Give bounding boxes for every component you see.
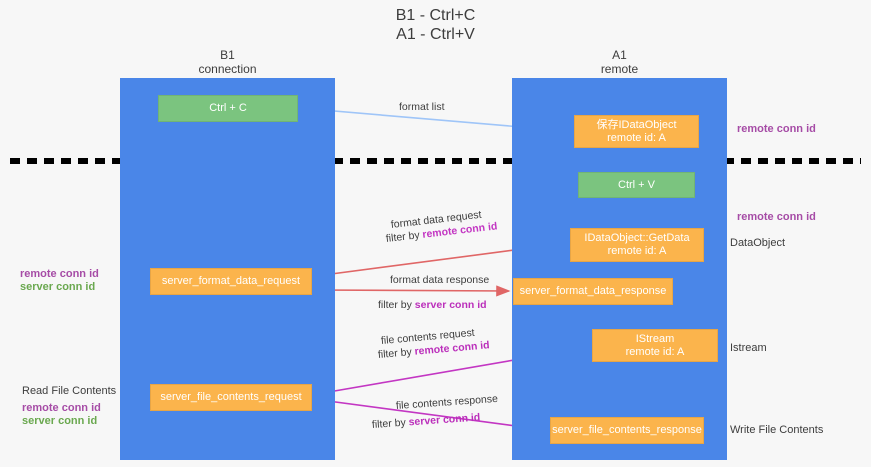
- caption-format-list: format list: [399, 101, 445, 113]
- box-idataobject-getdata[interactable]: IDataObject::GetData remote id: A: [570, 228, 704, 262]
- box-server-format-data-request[interactable]: server_format_data_request: [150, 268, 312, 295]
- column-b1-name: B1: [220, 48, 235, 62]
- column-b1-role: connection: [198, 62, 257, 76]
- box-save-idataobject-subtitle: remote id: A: [607, 131, 666, 144]
- label-read-file-contents: Read File Contents: [22, 385, 117, 397]
- label-istream: Istream: [730, 342, 767, 354]
- box-server-format-data-response-label: server_format_data_response: [519, 285, 667, 297]
- box-istream-subtitle: remote id: A: [625, 345, 685, 358]
- caption-filter-prefix-3: filter by: [377, 345, 416, 361]
- caption-filter-key-2: server conn id: [414, 299, 487, 311]
- label-left-server-conn-id: server conn id: [20, 281, 96, 293]
- column-a1-role: remote: [600, 62, 639, 76]
- box-ctrl-v[interactable]: Ctrl + V: [578, 172, 695, 198]
- label-remote-conn-id-top: remote conn id: [737, 123, 816, 135]
- caption-filter-prefix-2: filter by: [378, 299, 415, 311]
- label-dataobject: DataObject: [730, 237, 786, 249]
- box-server-format-data-request-label: server_format_data_request: [161, 275, 301, 287]
- label-write-file-contents: Write File Contents: [730, 424, 824, 436]
- arrow-format-data-response: [313, 285, 511, 297]
- arrow-file-contents-response: [312, 398, 548, 434]
- box-ctrl-c[interactable]: Ctrl + C: [158, 95, 298, 122]
- column-header-a1: A1 remote: [512, 48, 727, 76]
- box-save-idataobject-title: 保存IDataObject: [596, 118, 677, 131]
- box-istream-title: IStream: [635, 332, 675, 345]
- box-server-file-contents-request[interactable]: server_file_contents_request: [150, 384, 312, 411]
- title-line-1: B1 - Ctrl+C: [395, 7, 476, 24]
- box-server-file-contents-request-label: server_file_contents_request: [160, 391, 302, 403]
- page-title: B1 - Ctrl+C A1 - Ctrl+V: [0, 6, 871, 44]
- label-left-remote-conn-id: remote conn id: [20, 268, 99, 280]
- box-server-format-data-response[interactable]: server_format_data_response: [513, 278, 673, 305]
- box-server-file-contents-response-label: server_file_contents_response: [552, 424, 702, 436]
- caption-format-data-response-filter: filter by server conn id: [378, 299, 487, 312]
- box-ctrl-c-label: Ctrl + C: [209, 102, 247, 114]
- column-a1-name: A1: [612, 48, 627, 62]
- column-header-b1: B1 connection: [120, 48, 335, 76]
- title-line-2: A1 - Ctrl+V: [396, 26, 475, 43]
- label-left-remote-conn-id-2: remote conn id: [22, 402, 101, 414]
- caption-format-data-response: format data response: [390, 274, 490, 286]
- label-remote-conn-id-mid: remote conn id: [737, 211, 816, 223]
- box-istream[interactable]: IStream remote id: A: [592, 329, 718, 362]
- box-save-idataobject[interactable]: 保存IDataObject remote id: A: [574, 115, 699, 148]
- box-idataobject-getdata-subtitle: remote id: A: [607, 245, 667, 257]
- box-server-file-contents-response[interactable]: server_file_contents_response: [550, 417, 704, 444]
- box-idataobject-getdata-title: IDataObject::GetData: [584, 232, 690, 244]
- box-ctrl-v-label: Ctrl + V: [618, 178, 655, 191]
- caption-filter-prefix-4: filter by: [371, 416, 410, 431]
- label-left-server-conn-id-2: server conn id: [22, 415, 98, 427]
